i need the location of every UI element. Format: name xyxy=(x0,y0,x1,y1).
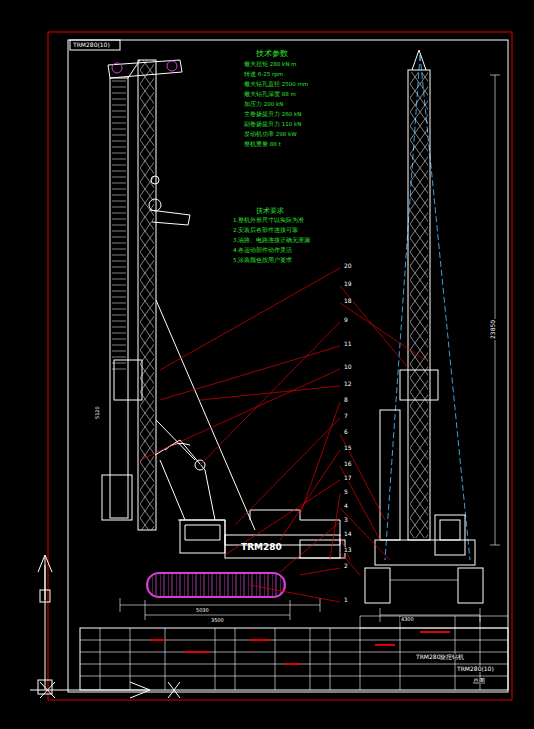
callout-number: 16 xyxy=(343,461,353,467)
label: TRM280 xyxy=(240,543,283,552)
label: 技术要求 xyxy=(255,208,285,215)
label: 3.油路、电路连接正确无泄漏 xyxy=(232,238,311,244)
label: 整机重量 88 t xyxy=(243,142,282,148)
label: 4300 xyxy=(400,617,415,622)
callout-number: 18 xyxy=(343,298,353,304)
label: 总图 xyxy=(472,678,486,684)
label: 1.整机外形尺寸以实际为准 xyxy=(232,218,305,224)
label: 2.安装后各部件连接可靠 xyxy=(232,228,299,234)
callout-number: 14 xyxy=(343,531,353,537)
callout-number: 9 xyxy=(343,317,349,323)
label: 主卷扬提升力 260 kN xyxy=(243,112,302,118)
callout-number: 7 xyxy=(343,413,349,419)
callout-number: 20 xyxy=(343,263,353,269)
label: 加压力 200 kN xyxy=(243,102,284,108)
callout-number: 5 xyxy=(343,489,349,495)
callout-number: 13 xyxy=(343,547,353,553)
callout-number: 8 xyxy=(343,397,349,403)
callout-number: 2 xyxy=(343,563,349,569)
callout-number: 12 xyxy=(343,381,353,387)
label: TRM280旋挖钻机 xyxy=(415,654,465,660)
callout-number: 10 xyxy=(343,364,353,370)
label: 技术参数 xyxy=(255,50,289,58)
label: 5.涂装颜色按用户要求 xyxy=(232,258,293,264)
callout-number: 17 xyxy=(343,475,353,481)
label: 4.各运动部件动作灵活 xyxy=(232,248,293,254)
label: 5120 xyxy=(95,405,100,420)
label: 3500 xyxy=(210,618,225,623)
label: TRM280(10) xyxy=(456,666,495,672)
label: 最大钻孔直径 2500 mm xyxy=(243,82,309,88)
label: 23850 xyxy=(490,319,496,340)
callout-number: 1 xyxy=(343,597,349,603)
label: 5030 xyxy=(195,608,210,613)
callout-number: 6 xyxy=(343,429,349,435)
label: 发动机功率 298 kW xyxy=(243,132,298,138)
callout-number: 19 xyxy=(343,281,353,287)
callout-number: 3 xyxy=(343,517,349,523)
callout-number: 15 xyxy=(343,445,353,451)
label: 最大钻孔深度 88 m xyxy=(243,92,297,98)
callout-number: 11 xyxy=(343,341,353,347)
label: 最大扭矩 280 kN·m xyxy=(243,62,297,68)
label: 副卷扬提升力 110 kN xyxy=(243,122,302,128)
label: TRM280(10) xyxy=(72,42,111,48)
label: 转速 6-25 rpm xyxy=(243,72,284,78)
callout-number: 4 xyxy=(343,503,349,509)
